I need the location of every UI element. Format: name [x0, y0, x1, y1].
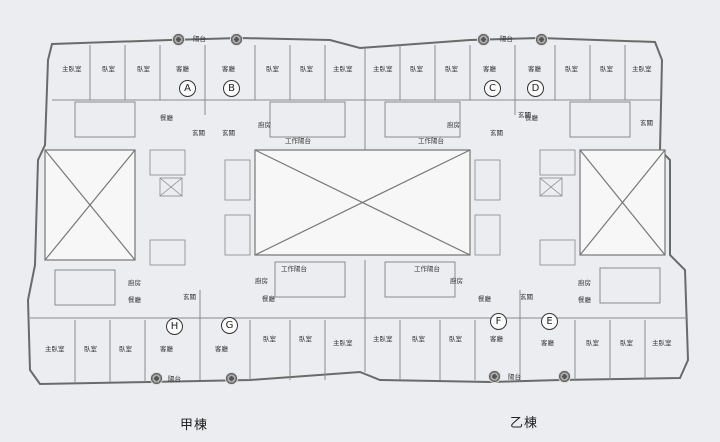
room-label-bedroom: 臥室	[84, 345, 97, 353]
room-label-kitchen: 廚房	[255, 277, 268, 285]
tree-icon	[225, 372, 238, 385]
room-label-bedroom: 臥室	[299, 335, 312, 343]
unit-badge-h: H	[166, 318, 183, 335]
room-label-utility: 工作陽台	[414, 265, 440, 273]
room-label-bedroom: 臥室	[410, 65, 423, 73]
room-label-living: 客廳	[541, 339, 554, 347]
room-label-foyer: 玄關	[183, 293, 196, 301]
unit-badge-b: B	[223, 80, 240, 97]
room-label-kitchen: 廚房	[450, 277, 463, 285]
room-label-master: 主臥室	[373, 335, 393, 343]
room-label-bedroom: 臥室	[600, 65, 613, 73]
room-label-bedroom: 臥室	[102, 65, 115, 73]
room-label-utility: 工作陽台	[281, 265, 307, 273]
unit-badge-e: E	[541, 313, 558, 330]
unit-badge-a: A	[179, 80, 196, 97]
room-label-foyer: 玄關	[222, 129, 235, 137]
room-label-master: 主臥室	[632, 65, 652, 73]
tree-icon	[558, 370, 571, 383]
room-label-bedroom: 臥室	[137, 65, 150, 73]
room-label-master: 主臥室	[45, 345, 65, 353]
building-outline	[26, 36, 690, 386]
right-light-well	[579, 149, 666, 256]
elevators	[159, 177, 563, 197]
room-label-foyer: 玄關	[192, 129, 205, 137]
room-label-kitchen: 廚房	[258, 121, 271, 129]
room-label-living: 客廳	[528, 65, 541, 73]
interior-walls	[30, 45, 688, 382]
unit-badge-d: D	[527, 80, 544, 97]
room-label-kitchen: 廚房	[128, 279, 141, 287]
room-label-balcony: 陽台	[508, 373, 521, 381]
room-label-kitchen: 廚房	[578, 279, 591, 287]
room-label-bedroom: 臥室	[300, 65, 313, 73]
tree-icon	[477, 33, 490, 46]
room-label-dining: 餐廳	[262, 295, 275, 303]
room-label-living: 客廳	[222, 65, 235, 73]
room-label-bedroom: 臥室	[445, 65, 458, 73]
room-label-master: 主臥室	[62, 65, 82, 73]
room-label-bedroom: 臥室	[412, 335, 425, 343]
room-label-bedroom: 臥室	[586, 339, 599, 347]
room-label-balcony: 陽台	[168, 375, 181, 383]
tree-icon	[488, 370, 501, 383]
room-label-master: 主臥室	[652, 339, 672, 347]
tree-icon	[172, 33, 185, 46]
tree-icon	[535, 33, 548, 46]
room-label-foyer: 玄關	[518, 111, 531, 119]
room-label-living: 客廳	[160, 345, 173, 353]
room-label-bedroom: 臥室	[620, 339, 633, 347]
room-label-living: 客廳	[176, 65, 189, 73]
unit-badge-f: F	[490, 313, 507, 330]
room-label-living: 客廳	[483, 65, 496, 73]
building-label-left: 甲棟	[180, 418, 209, 433]
room-label-kitchen: 廚房	[447, 121, 460, 129]
room-label-balcony: 陽台	[500, 35, 513, 43]
room-label-master: 主臥室	[333, 65, 353, 73]
room-label-master: 主臥室	[373, 65, 393, 73]
room-label-dining: 餐廳	[128, 296, 141, 304]
room-label-living: 客廳	[490, 335, 503, 343]
room-label-dining: 餐廳	[160, 114, 173, 122]
room-label-utility: 工作陽台	[285, 137, 311, 145]
room-label-bedroom: 臥室	[263, 335, 276, 343]
room-label-bedroom: 臥室	[565, 65, 578, 73]
tree-icon	[150, 372, 163, 385]
room-label-master: 主臥室	[333, 339, 353, 347]
unit-badge-c: C	[484, 80, 501, 97]
room-label-bedroom: 臥室	[119, 345, 132, 353]
room-label-living: 客廳	[215, 345, 228, 353]
central-courtyard	[254, 149, 471, 256]
building-label-right: 乙棟	[510, 416, 539, 431]
room-label-dining: 餐廳	[525, 114, 538, 122]
room-label-foyer: 玄關	[490, 129, 503, 137]
room-label-balcony: 陽台	[193, 35, 206, 43]
room-label-foyer: 玄關	[640, 119, 653, 127]
stair-cores	[149, 149, 576, 266]
left-light-well	[44, 149, 136, 261]
room-label-bedroom: 臥室	[266, 65, 279, 73]
room-label-dining: 餐廳	[578, 296, 591, 304]
unit-badge-g: G	[221, 317, 238, 334]
room-label-bedroom: 臥室	[449, 335, 462, 343]
tree-icon	[230, 33, 243, 46]
room-label-utility: 工作陽台	[418, 137, 444, 145]
room-label-foyer: 玄關	[520, 293, 533, 301]
room-label-dining: 餐廳	[478, 295, 491, 303]
